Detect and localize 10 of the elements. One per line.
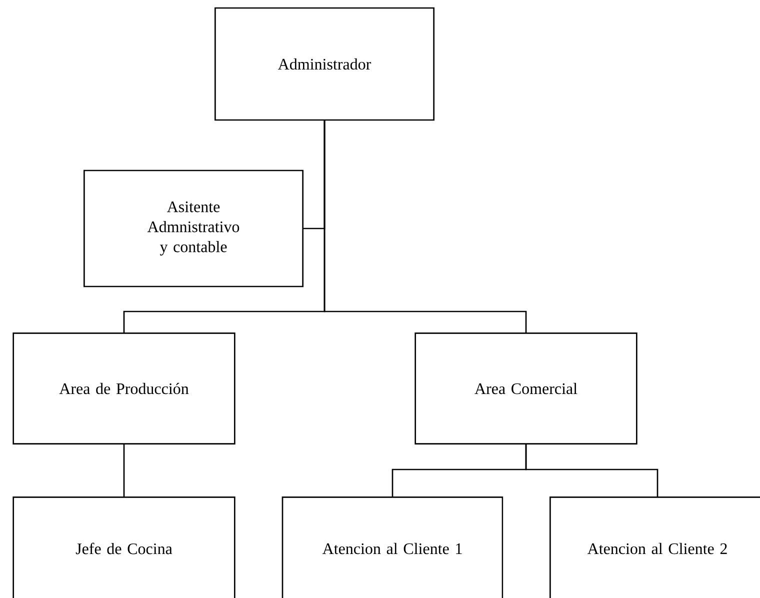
org-box: Area de Producción <box>12 332 236 444</box>
connector-line <box>324 120 527 332</box>
org-box: Atencion al Cliente 2 <box>550 496 760 598</box>
org-box: Area Comercial <box>414 332 638 444</box>
org-box: Asitente Admnistrativo y contable <box>84 170 304 288</box>
connector-line <box>525 444 658 496</box>
connector-line <box>123 444 125 496</box>
org-box: Administrador <box>214 7 434 121</box>
org-box: Jefe de Cocina <box>12 496 236 598</box>
org-box: Atencion al Cliente 1 <box>282 496 504 598</box>
